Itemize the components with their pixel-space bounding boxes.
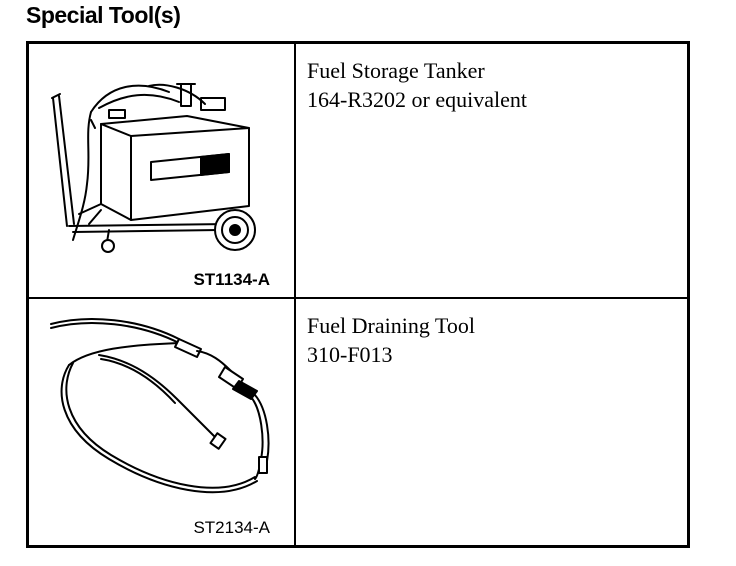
- tool-image-cell: ST1134-A: [29, 44, 296, 297]
- tool-row-fuel-draining-tool: ST2134-A Fuel Draining Tool 310-F013: [29, 299, 687, 545]
- figure-label: ST2134-A: [193, 518, 270, 537]
- fuel-draining-tool-icon: [50, 318, 270, 494]
- tool-description: Fuel Draining Tool 310-F013: [307, 311, 677, 369]
- fuel-storage-tanker-icon: [51, 83, 256, 253]
- tool-row-fuel-storage-tanker: ST1134-A Fuel Storage Tanker 164-R3202 o…: [29, 44, 687, 299]
- tool-image-cell: ST2134-A: [29, 299, 296, 545]
- tool-part-number: 310-F013: [307, 342, 393, 367]
- tool-part-number: 164-R3202 or equivalent: [307, 87, 527, 112]
- figure-label: ST1134-A: [193, 270, 270, 289]
- tool-name: Fuel Draining Tool: [307, 313, 475, 338]
- tool-name: Fuel Storage Tanker: [307, 58, 485, 83]
- special-tools-table: ST1134-A Fuel Storage Tanker 164-R3202 o…: [26, 41, 690, 548]
- tool-description: Fuel Storage Tanker 164-R3202 or equival…: [307, 56, 677, 114]
- section-heading: Special Tool(s): [26, 2, 181, 28]
